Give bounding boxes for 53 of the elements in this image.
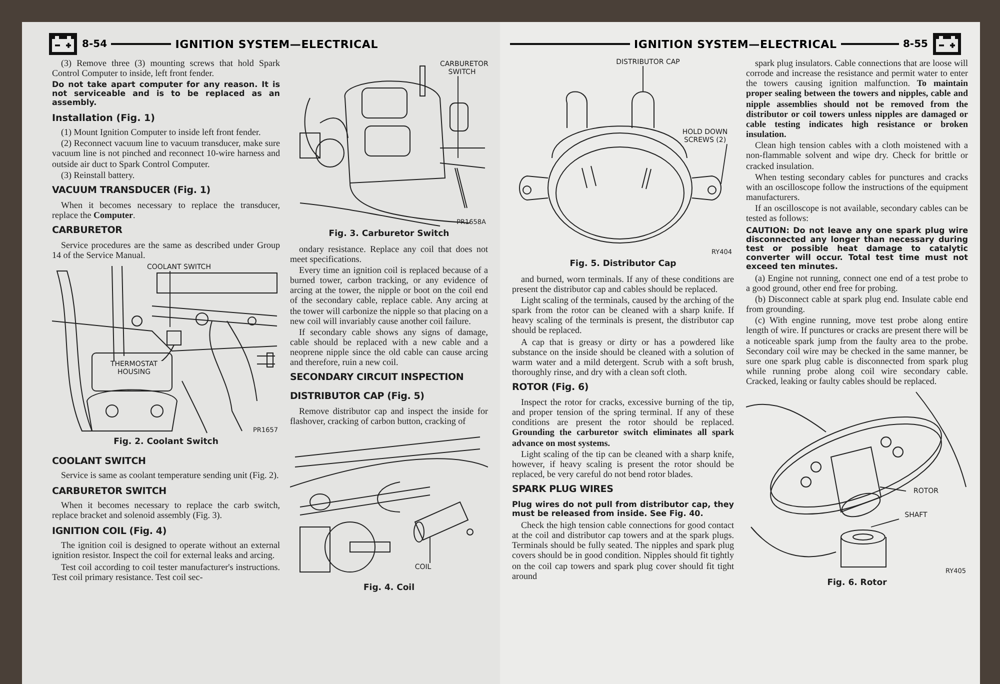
chapter-title: IGNITION SYSTEM—ELECTRICAL (175, 38, 378, 50)
section-heading: CARBURETOR (52, 226, 124, 237)
body-text: Inspect the rotor for cracks, excessive burning of the tip, and proper tension of the spring terminal. If any of these conditions are present the rotor should be replaced. Grounding the carburetor switch eliminates all spark advance on most systems. (512, 396, 734, 448)
body-text: (b) Disconnect cable at spark plug end. Insulate cable end from grounding. (746, 294, 968, 314)
body-text: If an oscilloscope is not available, secondary cables can be tested as follows: (746, 203, 968, 224)
leader-line (870, 518, 900, 528)
body-text: and burned, worn terminals. If any of these conditions are present the distributor cap and cables should be replaced. (512, 274, 734, 294)
body-text: ondary resistance. Replace any coil that does not meet specifications. (290, 244, 488, 264)
body-text: Service is same as coolant temperature sending unit (Fig. 2). (60, 470, 280, 480)
body-text: spark plug insulators. Cable connections that are loose will corrode and increase the resistance and permit water to enter the towers causing ignition malfunction. To maintain proper sealing between the towers and nipples, cable and nipple assemblies should not be removed from the distributor or coil towers unless nipples are damaged or cable testing indicates high resistance or broken insulation. (746, 58, 968, 140)
subsection-heading: Installation (Fig. 1) (52, 114, 156, 126)
body-text: When testing secondary cables for punctures and cracks with an oscilloscope follow the instructions of the equipment manufacturers. (746, 172, 968, 202)
page-number: 8-54 (82, 38, 108, 50)
body-text: Every time an ignition coil is replaced because of a burned tower, carbon tracking, or any evidence of arcing at the tower, the nipple or boot on the coil end of the secondary cable, replace cable. Any arcing at the tower will carbonize the nipple so that placing on a new coil will invariably cause another coil failure. (290, 264, 488, 326)
body-text: When it becomes necessary to replace the transducer, replace the Computer. (52, 200, 280, 220)
body-text: Check the high tension cable connections for good contact at the coil and distributor cap towers and at the spark plugs. Terminals should be fully seated. The nipples and spark plug covers should be in good condition. Nipples should fit tightly on the coil cap towers and spark plug cover should fit tight around (512, 520, 734, 581)
body-text: (1) Mount Ignition Computer to inside left front fender. (60, 127, 262, 138)
body-text: The ignition coil is designed to operate without an external ignition resistor. Inspect the coil for external leaks and arcing. (52, 540, 280, 561)
figure-caption: Fig. 2. Coolant Switch (112, 438, 220, 448)
body-text: (a) Engine not running, connect one end of a test probe to a good ground, other end free for probing. (746, 272, 968, 293)
body-text: Test coil according to coil tester manufacturer's instructions. Test coil primary resistance. Test coil sec- (52, 562, 280, 582)
body-text: When it becomes necessary to replace the carb switch, replace bracket and solenoid assembly (Fig. 3). (52, 500, 280, 521)
bold-note: Plug wires do not pull from distributor cap, they must be released from inside. See Fig. 40. (512, 500, 734, 518)
body-text: Light scaling of the tip can be cleaned with a sharp knife, however, if heavy scaling is present the rotor should be replaced, be very careful do not bend rotor blades. (512, 448, 734, 480)
body-text: Service procedures are the same as described under Group 14 of the Service Manual. (52, 240, 280, 260)
body-text: A cap that is greasy or dirty or has a powdered like substance on the inside should be cleaned with a solution of warm water and a mild detergent. Scrub with a soft brush, thoroughly rinse, and dry with a clean soft cloth. (512, 336, 734, 378)
leader-line (720, 144, 728, 184)
section-heading: SECONDARY CIRCUIT INSPECTION (290, 373, 465, 384)
bold-note: Do not take apart computer for any reason. It is not serviceable and is to be replaced as an assembly. (52, 80, 280, 108)
section-heading: CARBURETOR SWITCH (52, 486, 168, 498)
section-heading: SPARK PLUG WIRES (512, 485, 614, 496)
body-text: (3) Remove three (3) mounting screws that hold Spark Control Computer to inside, left front fender. (52, 58, 280, 78)
body-text: If secondary cable shows any signs of damage, cable should be replaced with a new cable and a neoprene nipple since the old cable can cause arcing and therefore, ruin a new coil. (290, 326, 488, 368)
section-heading: IGNITION COIL (Fig. 4) (52, 526, 168, 538)
figure-caption: Fig. 3. Carburetor Switch (328, 230, 450, 240)
body-text: Light scaling of the terminals, caused by the arching of the spark from the rotor can be cleaned with a sharp knife. If heavy scaling of the terminals is present, the distributor cap should be replaced. (512, 294, 734, 336)
body-text: (c) With engine running, move test probe along entire length of wire. If punctures or cracks are present there will be a noticeable spark jump from the faulty area to the probe. Secondary coil wire may be checked in the same manner, be sure one spark plug cable is disconnected from spark plug while running probe along coil wire secondary cable. Cracked, leaking or faulty cables should be replaced. (746, 315, 968, 386)
figure-caption: Fig. 6. Rotor (826, 579, 888, 589)
section-heading: DISTRIBUTOR CAP (Fig. 5) (290, 392, 426, 403)
leader-line (880, 486, 906, 492)
body-text: (3) Reinstall battery. (60, 170, 136, 180)
body-text: (2) Reconnect vacuum line to vacuum transducer, make sure vacuum line is not pinched and reconnect 10-wire harness and outside air duct to Spark Control Computer. (52, 138, 280, 169)
chapter-title: IGNITION SYSTEM—ELECTRICAL (634, 38, 837, 50)
bold-note: CAUTION: Do not leave any one spark plug wire disconnected any longer than necessary during test or possible heat damage to catalytic converter will occur. Total test time must not exceed ten minutes. (746, 226, 968, 271)
section-heading: VACUUM TRANSDUCER (Fig. 1) (52, 186, 212, 197)
section-heading: ROTOR (Fig. 6) (512, 383, 590, 394)
figure-caption: Fig. 5. Distributor Cap (568, 260, 678, 270)
leader-line (642, 66, 644, 92)
figure-caption: Fig. 4. Coil (362, 584, 416, 594)
page-number: 8-55 (902, 38, 928, 50)
section-heading: COOLANT SWITCH (52, 456, 147, 468)
body-text: Clean high tension cables with a cloth moistened with a non-flammable solvent and wipe dry. Check for brittle or cracked insulation. (746, 140, 968, 171)
body-text: Remove distributor cap and inspect the inside for flashover, cracking of carbon button, cracking of (290, 406, 488, 426)
